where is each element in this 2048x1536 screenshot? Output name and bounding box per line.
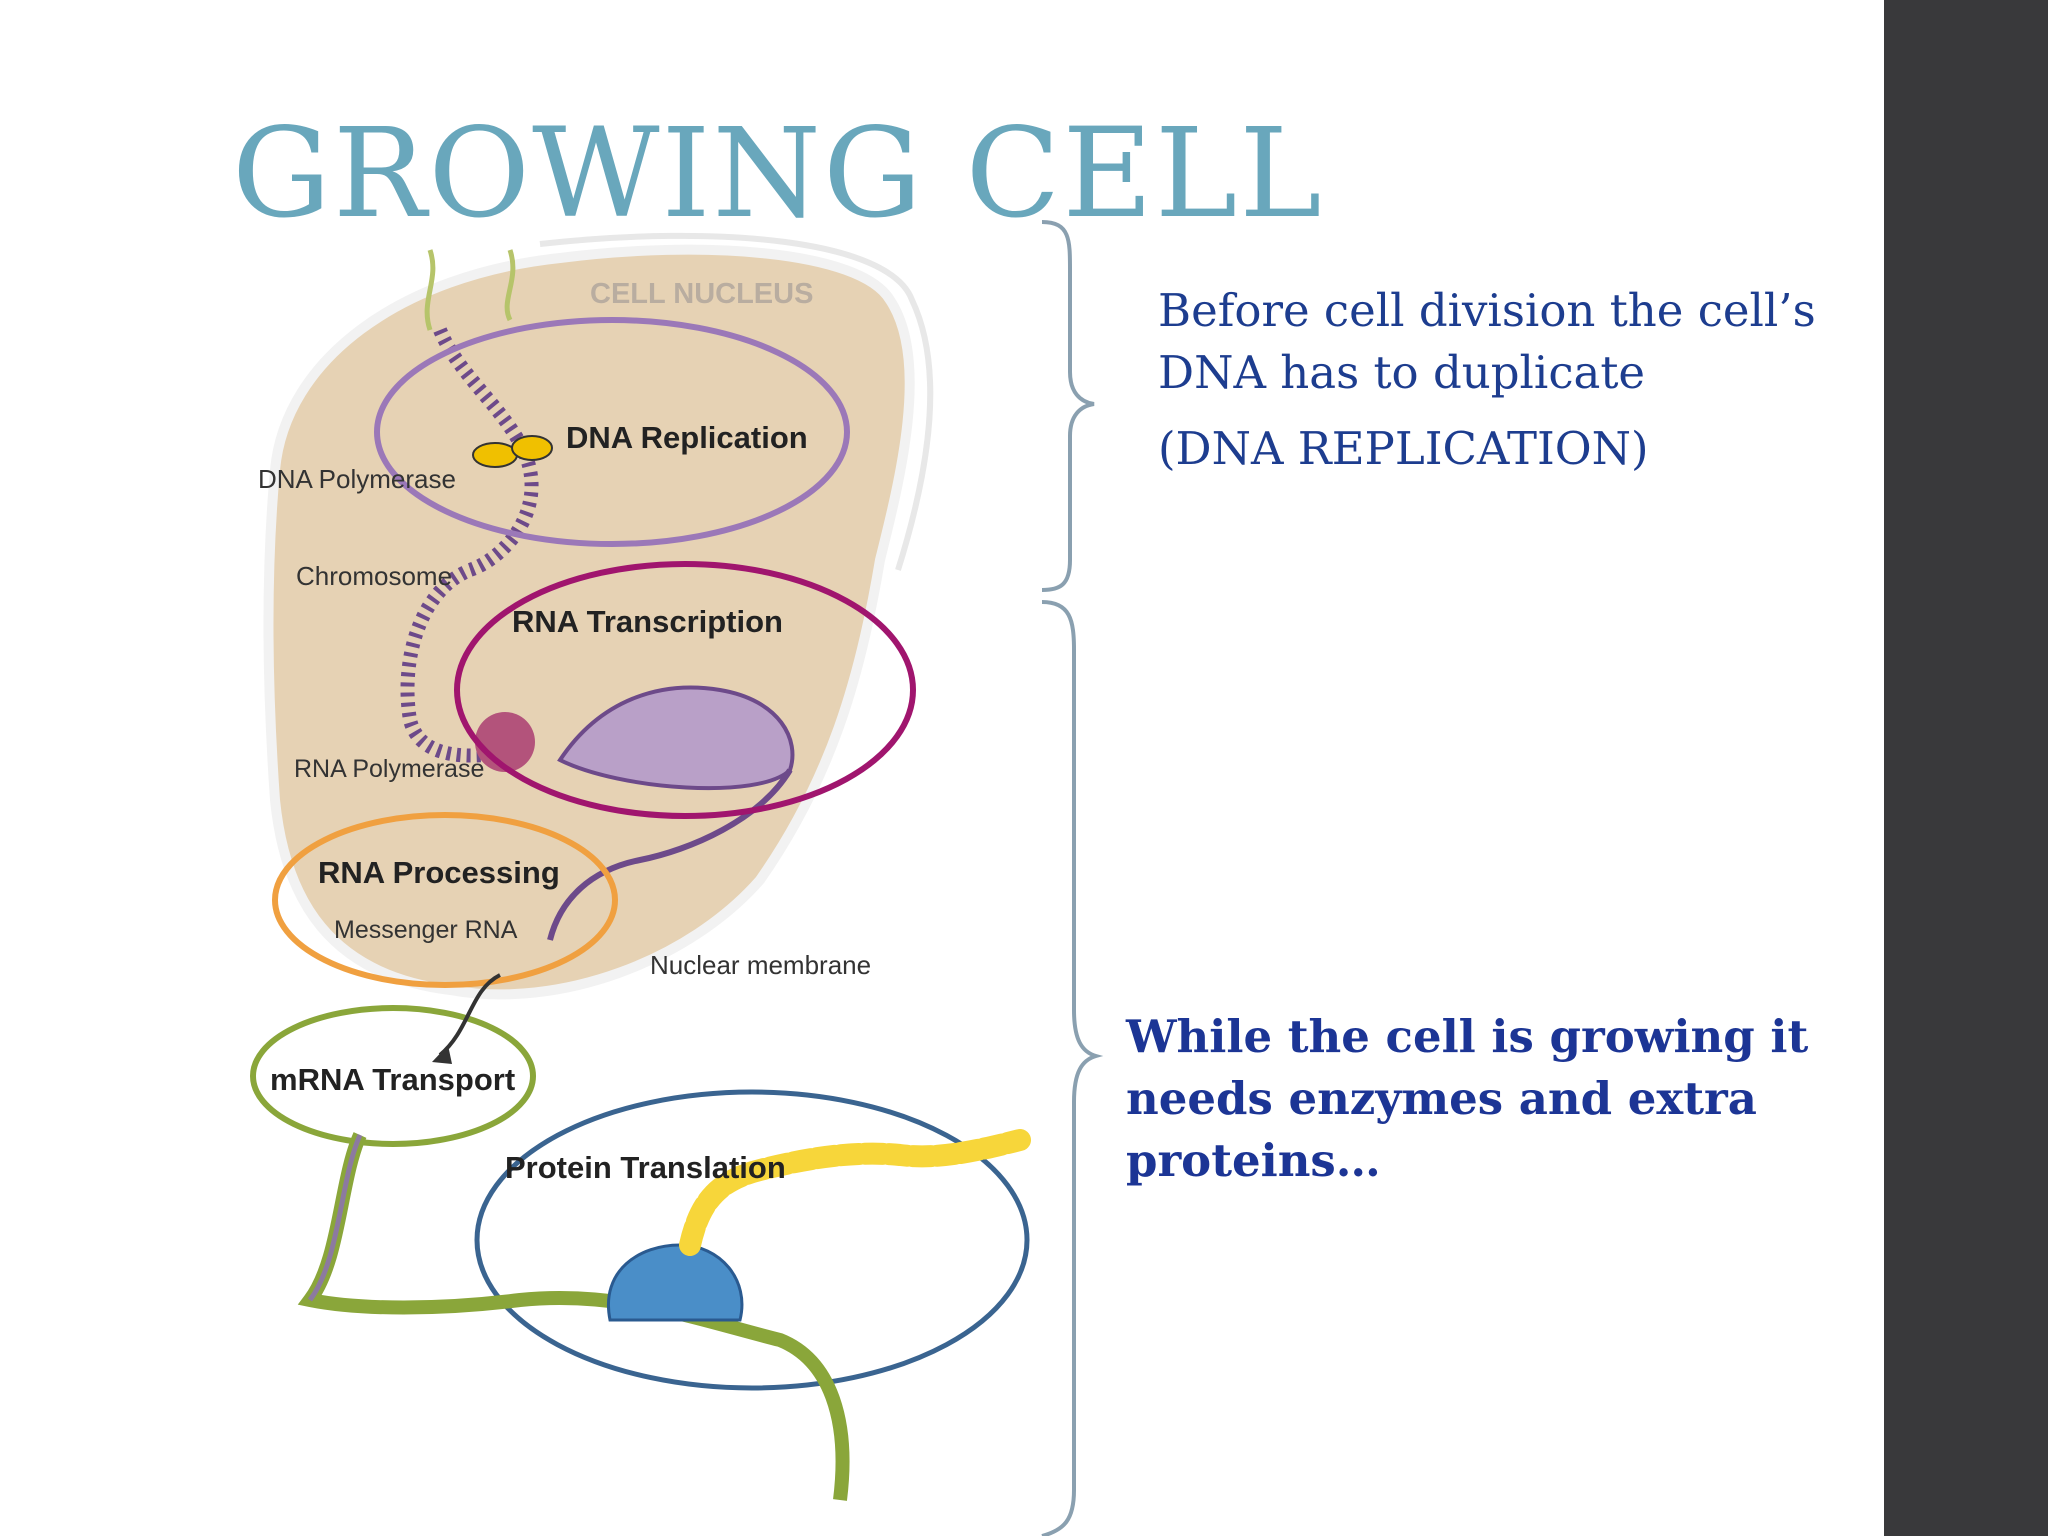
rna-transcription-label: RNA Transcription xyxy=(512,604,783,639)
mrna-transport-label: mRNA Transport xyxy=(270,1062,515,1097)
protein-translation-ring xyxy=(474,1089,1030,1391)
transport-arrowhead xyxy=(432,1045,452,1064)
side-strip xyxy=(1884,0,2048,1536)
dna-polymerase-label: DNA Polymerase xyxy=(258,464,456,494)
brace-bottom xyxy=(1041,600,1104,1536)
note-line-2: (DNA REPLICATION) xyxy=(1158,422,1649,475)
dna-replication-note: Before cell division the cell’s DNA has … xyxy=(1158,280,1878,494)
chromosome-label: Chromosome xyxy=(296,561,452,591)
growth-note: While the cell is growing it needs enzym… xyxy=(1126,1010,1809,1187)
rna-coil xyxy=(557,685,795,791)
nuclear-membrane-label: Nuclear membrane xyxy=(650,950,871,980)
dna-replication-label: DNA Replication xyxy=(566,420,808,455)
messenger-rna-label: Messenger RNA xyxy=(334,916,518,944)
rna-transcription-ring xyxy=(454,561,916,819)
cytoplasm-mrna xyxy=(297,1132,850,1501)
dna-polymerase-shape xyxy=(472,442,518,468)
protein-chain xyxy=(679,1129,1031,1256)
nuclear-membrane-outline xyxy=(539,232,934,571)
protein-translation-label: Protein Translation xyxy=(505,1150,786,1185)
slide-title: GROWING CELL xyxy=(232,102,1324,246)
rna-polymerase-label: RNA Polymerase xyxy=(294,755,484,783)
ribosome xyxy=(607,1243,744,1322)
mrna-transport-ring xyxy=(250,1005,536,1147)
dna-strand-top-right xyxy=(504,249,516,322)
note-line-1: Before cell division the cell’s DNA has … xyxy=(1158,284,1816,399)
brace-top xyxy=(1041,220,1095,592)
chromosome-strand xyxy=(400,327,539,763)
cell-nucleus-label: CELL NUCLEUS xyxy=(590,278,813,310)
dna-strand-top-left xyxy=(424,249,436,331)
transport-arrow xyxy=(438,973,501,1057)
dna-replication-ring xyxy=(374,317,850,547)
rna-processing-ring xyxy=(272,812,618,988)
rna-processing-label: RNA Processing xyxy=(318,855,560,890)
cytoplasm-mrna-tail xyxy=(307,1133,363,1302)
dna-polymerase-shape xyxy=(511,435,553,461)
